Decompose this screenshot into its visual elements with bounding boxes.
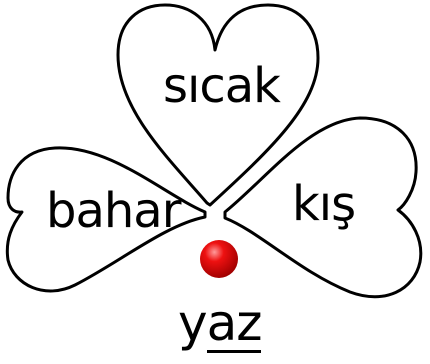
- word-bottom-plain: y: [178, 298, 207, 348]
- word-bottom-underlined: az: [207, 298, 262, 353]
- red-dot-icon: [200, 240, 238, 278]
- word-left: bahar: [46, 187, 180, 235]
- word-right: kış: [292, 180, 355, 228]
- word-top: sıcak: [163, 62, 280, 110]
